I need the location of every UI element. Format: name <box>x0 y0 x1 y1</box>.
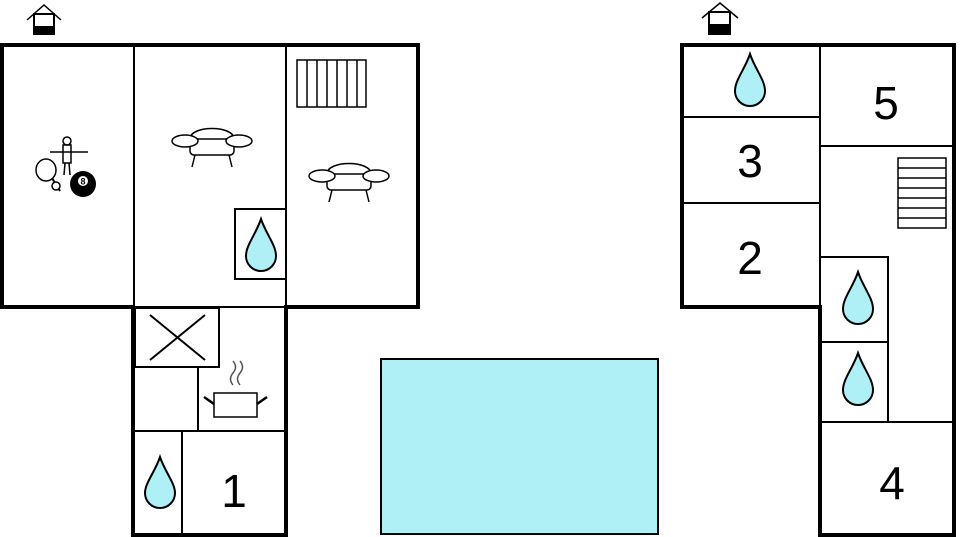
bathroom-drop-icon <box>841 349 875 406</box>
bathroom-drop-icon <box>733 50 767 107</box>
kitchen-pot-icon <box>203 360 268 418</box>
room-4-label: 4 <box>879 457 905 509</box>
right-building: 3 2 5 4 <box>680 2 956 537</box>
entrance-icon <box>26 3 62 35</box>
bathroom-drop-icon <box>841 268 875 325</box>
left-building-outline <box>0 43 420 537</box>
room-3-label: 3 <box>737 135 763 187</box>
bathroom-drop-icon <box>244 215 278 272</box>
billiard-ball-number: 8 <box>80 177 85 187</box>
left-building: 8 <box>0 3 420 537</box>
room-2-label: 2 <box>737 232 763 284</box>
billiard-ball-icon: 8 <box>70 171 96 197</box>
room-1-label: 1 <box>221 465 247 517</box>
staircase-icon <box>897 157 947 229</box>
pool <box>380 358 659 535</box>
staircase-icon <box>296 59 367 108</box>
foosball-icon <box>50 136 88 176</box>
table-tennis-icon <box>35 158 61 192</box>
room-5-label: 5 <box>873 77 899 129</box>
bathroom-drop-icon <box>143 453 177 509</box>
sofa-icon <box>308 162 390 203</box>
entrance-icon <box>701 2 739 35</box>
sofa-icon <box>171 127 253 168</box>
bath-small-frame <box>234 208 287 280</box>
right-building-outline <box>680 43 956 537</box>
